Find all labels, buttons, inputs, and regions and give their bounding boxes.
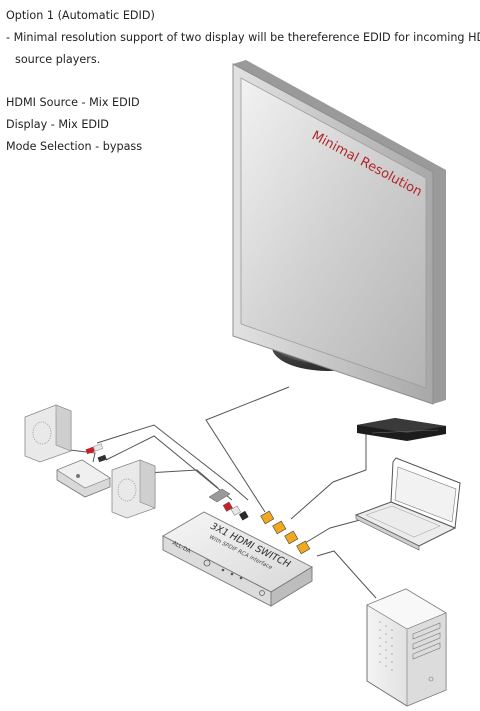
- display-setting: Display - Mix EDID: [6, 118, 109, 131]
- monitor-screen: [240, 77, 427, 389]
- rca-connectors-left: [85, 443, 107, 463]
- switch-ir-window: [203, 559, 211, 567]
- cable-laptop: [304, 519, 361, 544]
- cable-amp-2: [105, 435, 233, 501]
- hdmi-switch: ALL-DA 3X1 HDMI SWITCH With SPDIF RCA in…: [162, 511, 313, 607]
- amplifier: [56, 459, 111, 498]
- switch-side: [270, 566, 313, 607]
- mode-selection-setting: Mode Selection - bypass: [6, 140, 143, 153]
- hdmi-connector-output: [260, 510, 275, 525]
- cable-speaker-left: [69, 449, 96, 463]
- bluray-player: [357, 418, 446, 441]
- description-line-1: - Minimal resolution support of two disp…: [6, 31, 480, 44]
- option-title: Option 1 (Automatic EDID): [6, 9, 155, 22]
- cable-pc: [316, 550, 377, 599]
- description-line-2: source players.: [15, 53, 101, 66]
- hdmi-source-setting: HDMI Source - Mix EDID: [6, 96, 140, 109]
- switch-button: [259, 590, 265, 596]
- hdmi-connector-in1: [272, 520, 287, 535]
- monitor: Minimal Resolution: [232, 60, 446, 405]
- cables: [69, 386, 377, 599]
- hdmi-connector-in3: [296, 540, 311, 555]
- laptop: [354, 457, 461, 551]
- cable-monitor: [205, 386, 290, 513]
- cable-bluray: [290, 432, 367, 520]
- cable-amp-1: [96, 424, 249, 501]
- switch-connectors: [208, 488, 311, 555]
- hdmi-connector-in2: [284, 530, 299, 545]
- speaker-right: [111, 459, 156, 519]
- speaker-left: [24, 404, 72, 463]
- pc-tower: [366, 588, 447, 707]
